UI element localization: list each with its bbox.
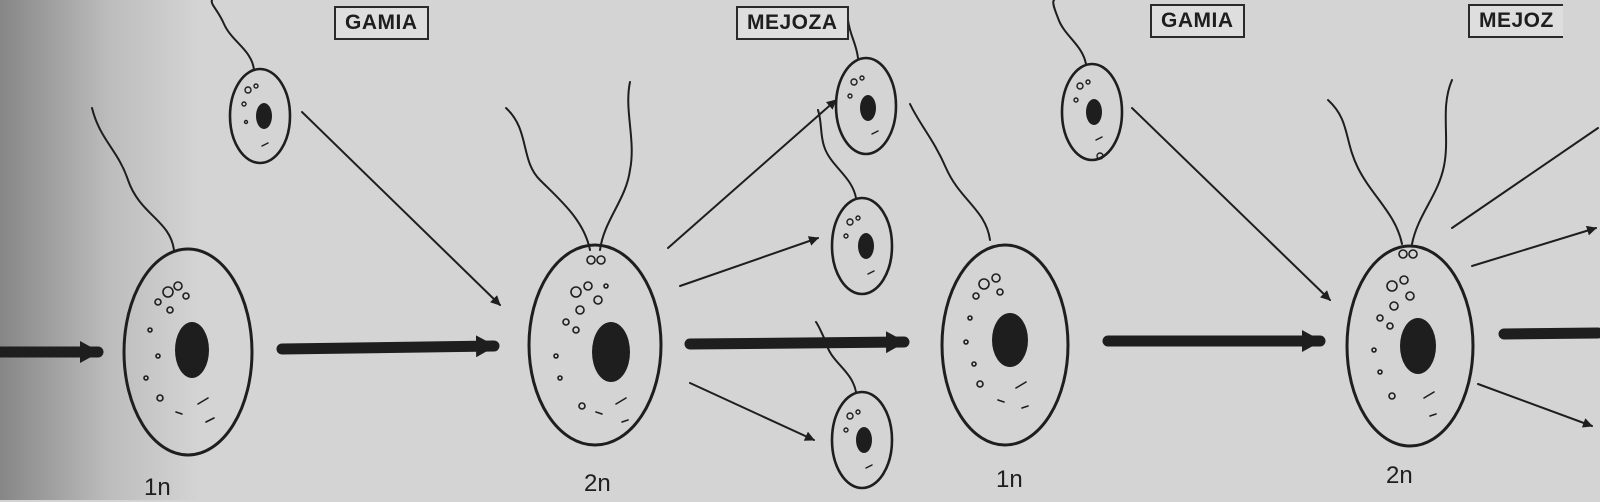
gamia-arrow-1 (301, 111, 501, 306)
flagellum (847, 19, 859, 59)
meiosis-arrow-mid-1 (679, 236, 819, 287)
cell-body (228, 67, 292, 165)
flagellum (815, 321, 857, 393)
label-mejoza-1: MEJOZA (736, 6, 849, 40)
granules (553, 281, 629, 423)
meiosis-product-3 (815, 321, 894, 490)
nucleus (1086, 99, 1102, 125)
meiosis-product-1 (834, 19, 898, 156)
flagellum (909, 103, 991, 241)
cell-body (1060, 62, 1124, 162)
nucleus (860, 95, 876, 121)
cell-body (830, 196, 894, 296)
meiosis-arrow-down-2 (1477, 383, 1593, 428)
cell-body (122, 247, 254, 457)
ploidy-cell-1: 1n (144, 474, 171, 501)
flagellum-right (599, 81, 633, 251)
cell-2n-right (1327, 79, 1475, 448)
nucleus (256, 103, 272, 129)
flagellum (817, 109, 857, 199)
meiosis-arrow-mid-2 (1471, 225, 1597, 267)
cell-body (834, 56, 898, 156)
nucleus (592, 322, 630, 382)
meiosis-arrow-up-2 (1451, 127, 1599, 229)
cell-2n-left (505, 81, 663, 447)
ploidy-cell-3: 1n (996, 466, 1023, 493)
cell-body (1345, 244, 1475, 448)
gamia-arrow-2 (1131, 107, 1331, 301)
nucleus (992, 313, 1028, 367)
granules (1371, 275, 1437, 417)
nucleus (1400, 318, 1436, 374)
label-gamia-1: GAMIA (334, 6, 429, 40)
granules (963, 273, 1029, 409)
scan-shadow (0, 0, 200, 500)
label-gamia-2: GAMIA (1150, 4, 1245, 38)
meiosis-product-2 (817, 109, 894, 296)
flagellum (210, 0, 255, 71)
flagellum (91, 107, 175, 251)
main-arrow-2 (684, 331, 910, 354)
granules (143, 281, 215, 423)
main-arrow-1 (276, 335, 500, 358)
cell-1n-middle (909, 103, 1070, 447)
cell-1n-left (91, 107, 254, 457)
flagellum-left (1327, 99, 1403, 245)
cell-body (527, 243, 663, 447)
flagellum-right (1411, 79, 1453, 245)
gamete-top-right (1052, 0, 1124, 162)
main-arrow-4 (1498, 327, 1600, 340)
nucleus (175, 322, 209, 378)
label-mejoza-2: MEJOZ (1468, 4, 1563, 38)
gamete-top-left (210, 0, 292, 165)
nucleus (858, 233, 874, 259)
nucleus (856, 427, 872, 453)
meiosis-arrow-down-1 (689, 382, 815, 441)
ploidy-cell-4: 2n (1386, 462, 1413, 489)
cell-body (940, 243, 1070, 447)
ploidy-cell-2: 2n (584, 470, 611, 497)
flagellum (1052, 0, 1087, 65)
cell-body (830, 390, 894, 490)
flagellum-left (505, 107, 591, 251)
meiosis-arrow-up-1 (667, 99, 837, 249)
